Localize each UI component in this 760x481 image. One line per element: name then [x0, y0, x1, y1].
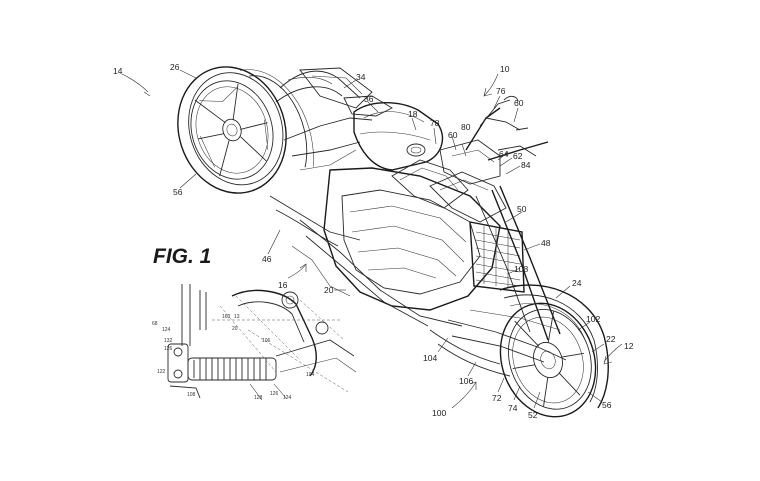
ref-104: 104 [423, 353, 437, 363]
inset-ref-106: 106 [262, 338, 271, 344]
ref-22: 22 [606, 334, 616, 344]
ref-80: 80 [461, 122, 471, 132]
ref-10: 10 [500, 64, 510, 74]
ref-60-upper: 60 [514, 98, 524, 108]
inset-ref-126-upper: 126 [164, 346, 173, 352]
ref-50: 50 [517, 204, 527, 214]
ref-72: 72 [492, 393, 502, 403]
ref-108: 108 [514, 264, 528, 274]
ref-20: 20 [324, 285, 334, 295]
inset-ref-68: 68 [152, 321, 158, 327]
ref-34: 34 [356, 72, 366, 82]
inset-ref-126-lower: 126 [270, 391, 279, 397]
ref-12: 12 [624, 341, 634, 351]
figure-title: FIG. 1 [153, 245, 211, 268]
inset-ref-122: 122 [157, 369, 166, 375]
ref-18: 18 [408, 109, 418, 119]
ref-56-rear: 56 [173, 187, 183, 197]
ref-52: 52 [528, 410, 538, 420]
inset-ref-124-upper: 124 [162, 327, 171, 333]
inset-ref-128: 128 [254, 395, 263, 401]
frame-body [269, 67, 567, 377]
inset-ref-132: 132 [164, 338, 173, 344]
ref-102: 102 [586, 314, 600, 324]
ref-16: 16 [278, 280, 288, 290]
ref-78: 78 [430, 118, 440, 128]
front-wheel [499, 284, 609, 418]
ref-76: 76 [496, 86, 506, 96]
ref-62: 62 [513, 151, 523, 161]
inset-numerals: 68 124 132 126 160 13 20 106 104 122 108… [152, 314, 315, 401]
ref-14: 14 [113, 66, 123, 76]
ref-24: 24 [572, 278, 582, 288]
inset-ref-20: 20 [232, 326, 238, 332]
leader-lines [121, 69, 623, 409]
ref-60-lower: 60 [448, 130, 458, 140]
inset-detail-drawing [167, 284, 357, 401]
ref-84: 84 [521, 160, 531, 170]
inset-ref-13: 13 [234, 314, 240, 320]
ref-48: 48 [541, 238, 551, 248]
ref-106: 106 [459, 376, 473, 386]
ref-36: 36 [364, 94, 374, 104]
inset-ref-104: 104 [306, 372, 315, 378]
inset-ref-108: 108 [187, 392, 196, 398]
ref-74: 74 [508, 403, 518, 413]
ref-100: 100 [432, 408, 446, 418]
ref-64: 64 [499, 149, 509, 159]
reference-numerals: 14 26 34 10 76 60 36 18 78 80 60 64 62 8… [113, 62, 634, 420]
inset-ref-160: 160 [222, 314, 231, 320]
ref-26: 26 [170, 62, 180, 72]
inset-ref-124-lower: 124 [283, 395, 292, 401]
ref-56-front: 56 [602, 400, 612, 410]
ref-46: 46 [262, 254, 272, 264]
rear-wheel [177, 66, 314, 194]
